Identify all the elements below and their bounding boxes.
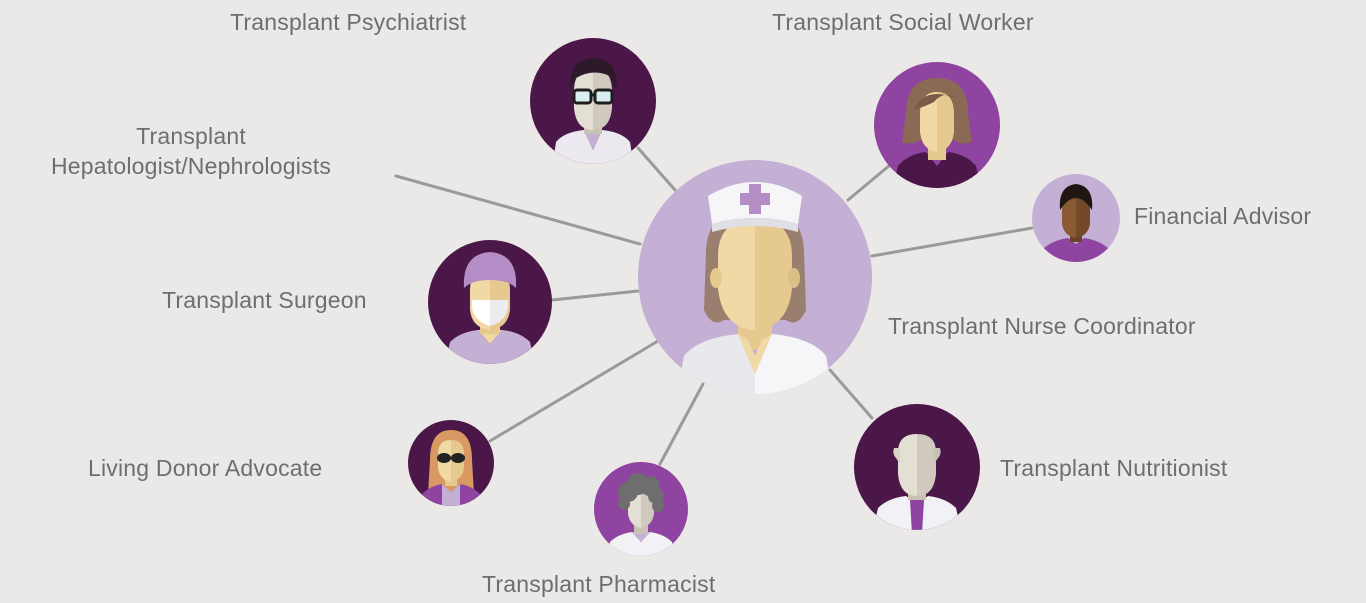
connector-nutritionist: [828, 368, 874, 420]
donor-advocate-icon: [408, 420, 494, 506]
social-worker-icon: [874, 62, 1000, 188]
surgeon-icon: [428, 240, 552, 364]
label-social-worker: Transplant Social Worker: [772, 9, 1034, 35]
connector-surgeon: [550, 289, 640, 302]
label-pharmacist: Transplant Pharmacist: [482, 571, 716, 597]
label-financial-advisor: Financial Advisor: [1134, 203, 1312, 229]
label-hepatologist-line2: Hepatologist/Nephrologists: [50, 153, 332, 179]
connector-hepatologist: [394, 174, 642, 246]
financial-advisor-icon: [1032, 174, 1120, 262]
label-psychiatrist: Transplant Psychiatrist: [230, 9, 467, 35]
label-hepatologist-line1: Transplant: [136, 123, 246, 149]
label-nutritionist: Transplant Nutritionist: [1000, 455, 1228, 481]
label-hepatologist: Transplant Hepatologist/Nephrologists: [0, 122, 382, 180]
connector-social-worker: [846, 163, 892, 202]
label-nurse-coordinator: Transplant Nurse Coordinator: [888, 313, 1196, 339]
psychiatrist-icon: [530, 38, 656, 164]
connector-donor-advocate: [488, 339, 660, 443]
connector-pharmacist: [658, 382, 705, 466]
label-surgeon: Transplant Surgeon: [162, 287, 367, 313]
label-donor-advocate: Living Donor Advocate: [88, 455, 323, 481]
connector-psychiatrist: [636, 146, 677, 192]
nutritionist-icon: [854, 404, 980, 530]
pharmacist-icon: [594, 462, 688, 556]
connector-financial-advisor: [870, 226, 1034, 258]
nurse-icon: [638, 160, 872, 394]
